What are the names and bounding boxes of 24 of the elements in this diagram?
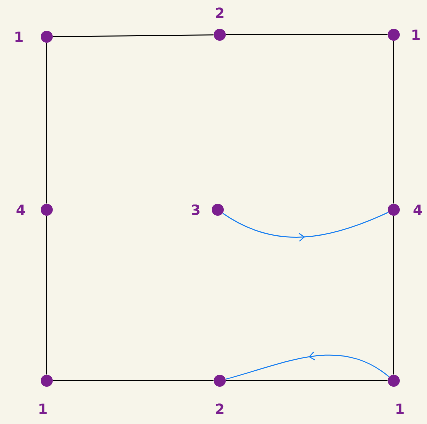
vertex-label: 1 <box>16 32 23 42</box>
square-edge <box>46 42 48 204</box>
square-edge <box>226 34 388 36</box>
vertex-label: 3 <box>192 204 200 216</box>
vertex-label: 4 <box>414 204 422 216</box>
square-edge <box>226 380 388 382</box>
square-edge <box>46 216 48 376</box>
vertex-dot <box>388 375 400 387</box>
vertex-label: 1 <box>412 30 420 40</box>
vertex-label: 2 <box>216 404 224 414</box>
vertex-dot <box>212 204 224 216</box>
vertex-label: 1 <box>40 404 47 414</box>
vertex-dot <box>388 204 400 216</box>
vertex-dot <box>214 29 226 41</box>
vertex-dot <box>41 31 53 43</box>
vertex-label: 4 <box>16 204 26 216</box>
vertex-dot <box>41 375 53 387</box>
square-edge <box>52 380 214 382</box>
vertex-label: 1 <box>396 404 404 414</box>
square-edge <box>52 34 214 38</box>
vertex-dot <box>388 29 400 41</box>
vertex-label: 2 <box>216 8 224 18</box>
vertex-dot <box>41 204 53 216</box>
vertex-dot <box>214 375 226 387</box>
